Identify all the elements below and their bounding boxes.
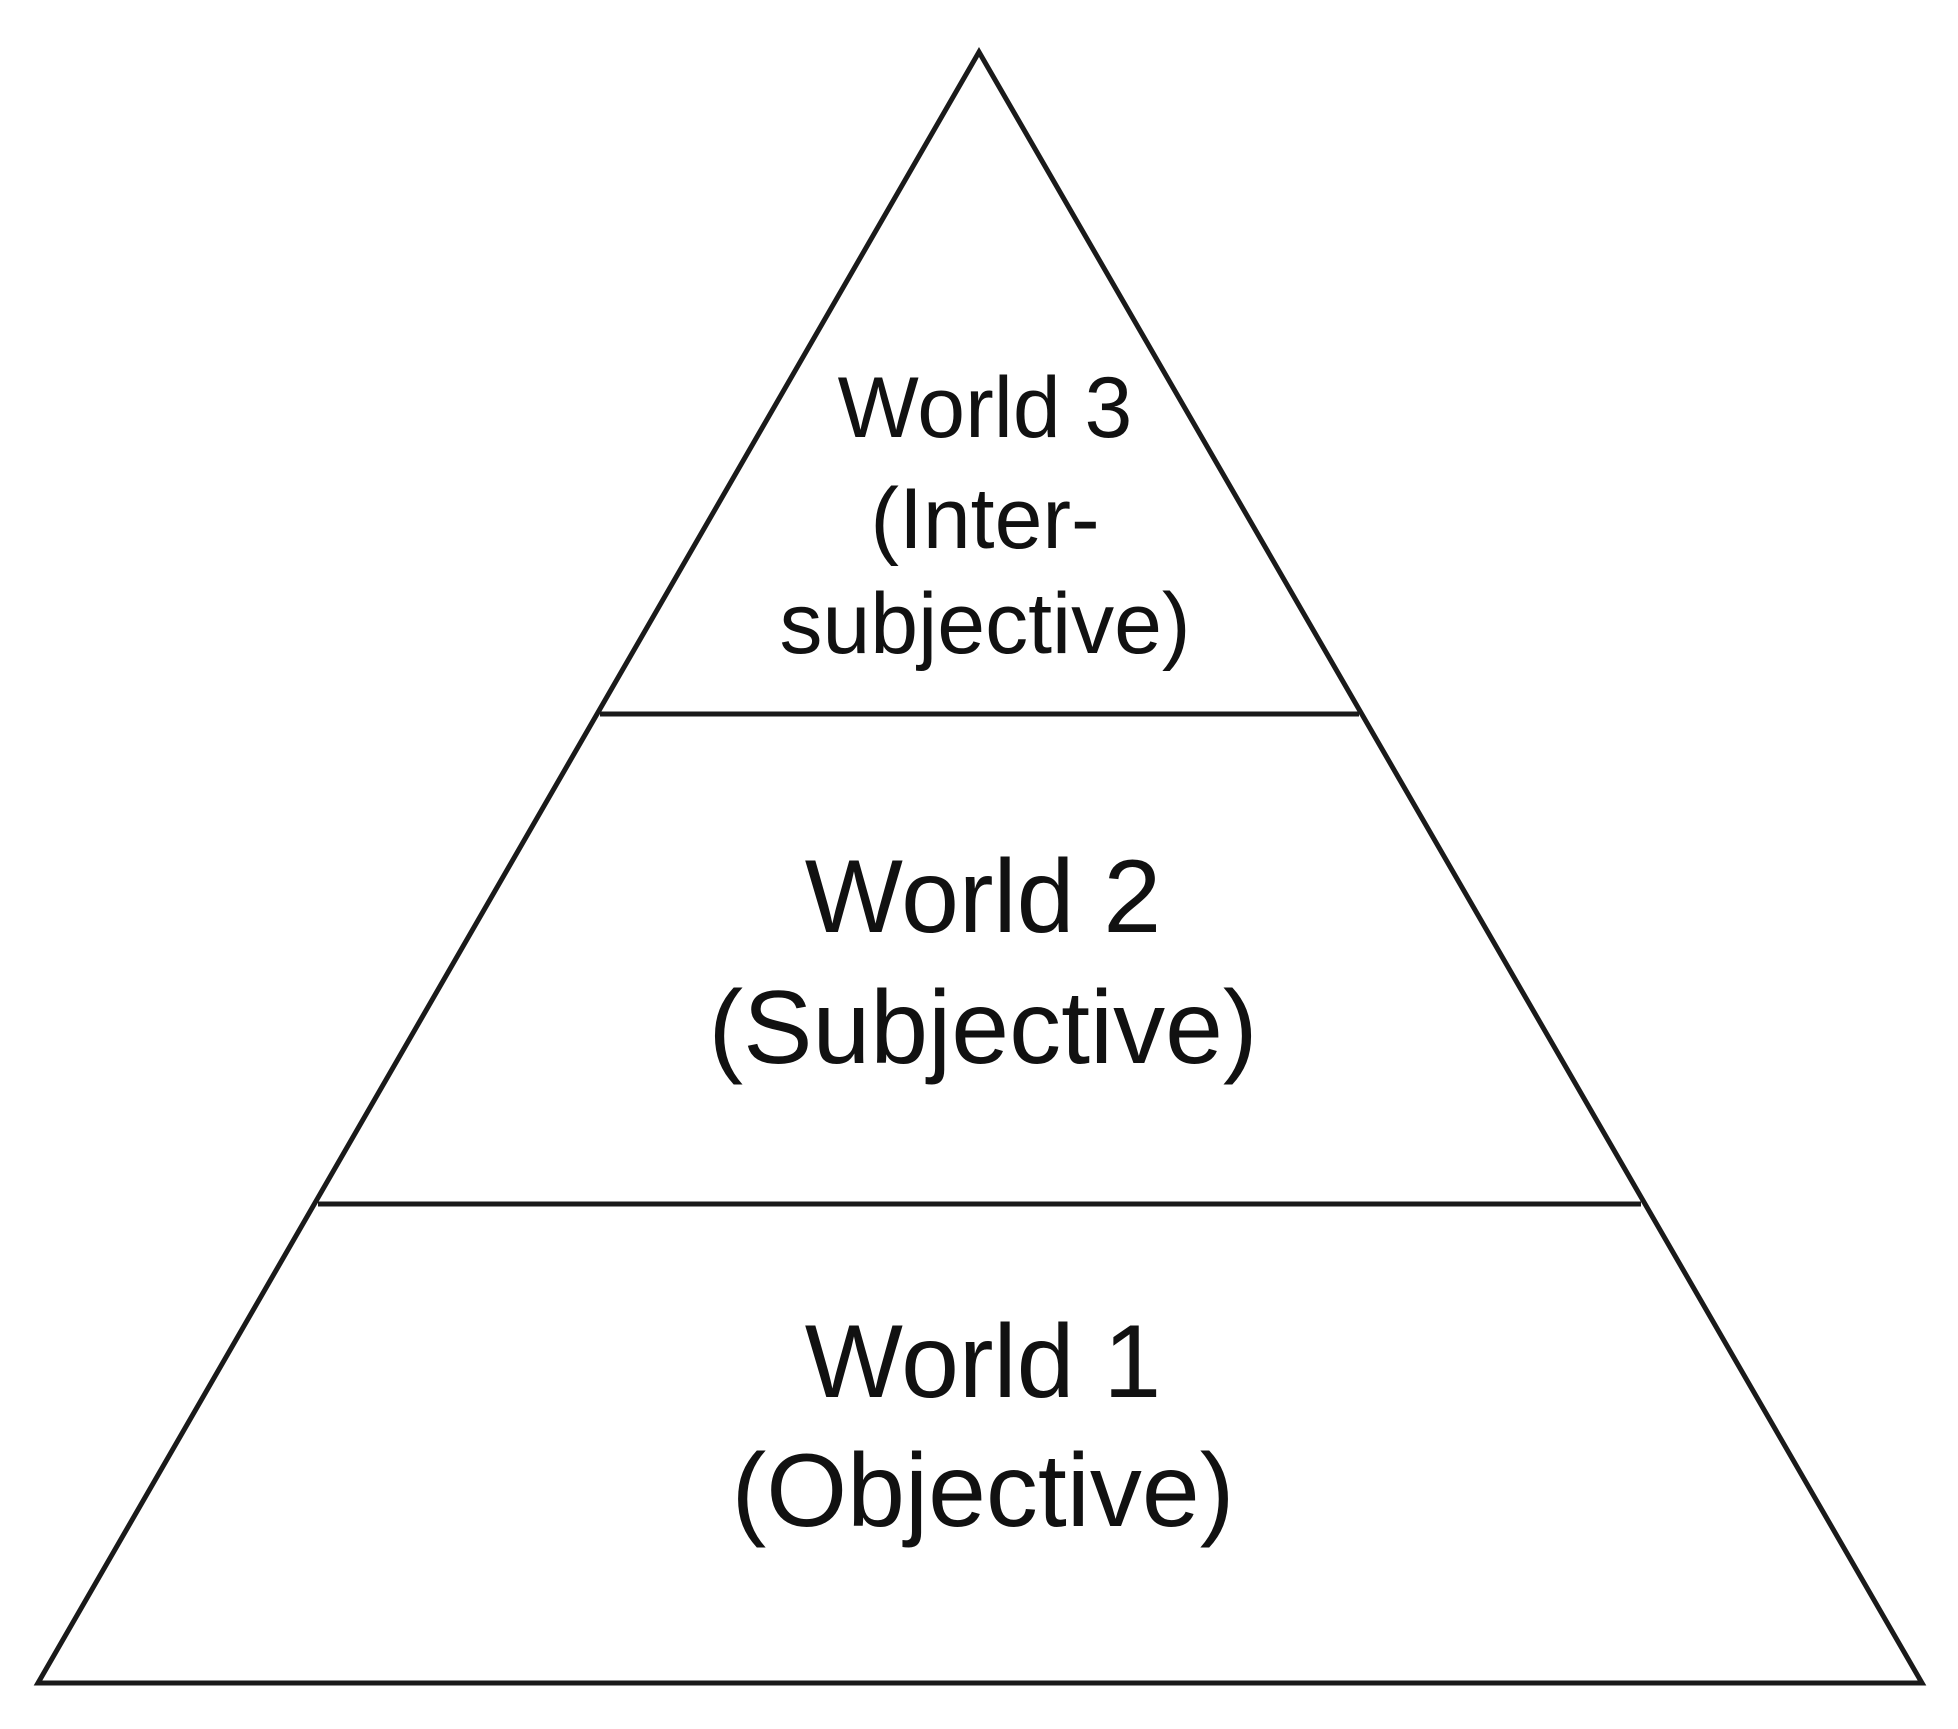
tier-world-3: World 3 (Inter- subjective): [779, 360, 1190, 672]
tier-world-2-line-1: World 2: [805, 839, 1161, 955]
tier-world-3-line-3: subjective): [779, 576, 1190, 672]
tier-world-3-line-1: World 3: [838, 360, 1133, 456]
tier-world-2-line-2: (Subjective): [708, 970, 1257, 1086]
tier-world-1-line-2: (Objective): [732, 1433, 1235, 1549]
tier-world-2: World 2 (Subjective): [708, 839, 1257, 1086]
tier-world-1-line-1: World 1: [805, 1304, 1161, 1420]
pyramid-outline: [33, 47, 1927, 1686]
tier-world-3-line-2: (Inter-: [870, 471, 1099, 567]
tier-world-1: World 1 (Objective): [732, 1304, 1235, 1549]
